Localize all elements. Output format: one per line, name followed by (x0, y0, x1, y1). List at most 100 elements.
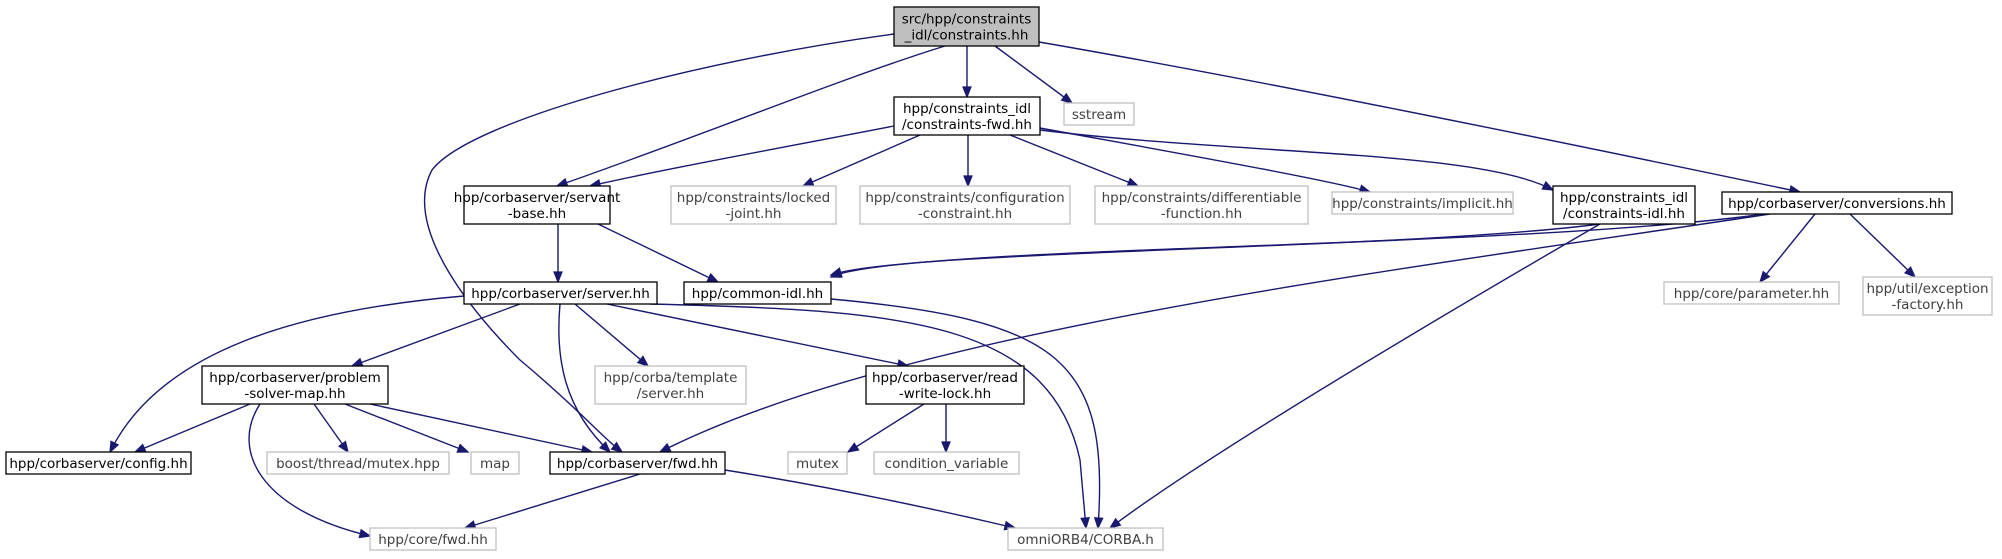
node-label: hpp/core/fwd.hh (378, 532, 488, 548)
node-label: hpp/corbaserver/fwd.hh (557, 456, 718, 472)
arrowhead (350, 357, 364, 367)
arrowhead (1541, 180, 1555, 191)
edge-server-to-corba (649, 303, 1090, 530)
node-locked: hpp/constraints/locked-joint.hh (670, 185, 837, 225)
node-server[interactable]: hpp/corbaserver/server.hh (463, 281, 658, 305)
edge-server-to-tmpl (574, 303, 650, 368)
arrowhead (610, 441, 624, 453)
arrowhead (109, 440, 120, 454)
arrowhead (1903, 266, 1917, 279)
arrowhead (1108, 517, 1122, 529)
edge-server-to-rwl (606, 303, 910, 369)
edge-common-to-corba (830, 298, 1104, 530)
edge-conv-to-sfwd (658, 213, 1771, 453)
node-label: hpp/common-idl.hh (692, 286, 823, 302)
node-mutexhpp: boost/thread/mutex.hpp (266, 451, 450, 475)
node-label: hpp/util/exception (1866, 281, 1988, 297)
arrowhead (337, 440, 349, 454)
arrowhead (658, 442, 672, 453)
node-psm[interactable]: hpp/corbaserver/problem-solver-map.hh (201, 365, 389, 405)
node-box (1063, 102, 1135, 126)
edge-conv-to-param (1758, 213, 1816, 284)
node-box (1721, 191, 1953, 215)
arrowhead (801, 177, 815, 187)
node-cidl[interactable]: hpp/constraints_idl/constraints-idl.hh (1552, 185, 1696, 225)
node-box (1331, 191, 1514, 215)
node-impl: hpp/constraints/implicit.hh (1331, 191, 1514, 215)
arrowhead (1080, 517, 1090, 530)
node-box (470, 451, 520, 475)
arrowhead (941, 441, 951, 454)
edge-sbase-to-common (597, 223, 720, 283)
node-label: /server.hh (637, 386, 704, 402)
node-box (873, 451, 1020, 475)
edge-cfwd-to-locked (801, 134, 921, 187)
node-box (594, 365, 747, 405)
node-label: hpp/corbaserver/conversions.hh (1728, 196, 1946, 212)
node-label: hpp/core/parameter.hh (1674, 286, 1829, 302)
node-label: hpp/corbaserver/server.hh (471, 286, 650, 302)
node-box (683, 281, 832, 305)
arrowhead (1758, 270, 1771, 284)
edge-psm-to-sfwd (369, 403, 594, 455)
arrowhead (846, 442, 860, 453)
node-box (1552, 185, 1696, 225)
node-cfwd[interactable]: hpp/constraints_idl/constraints-fwd.hh (893, 96, 1041, 136)
edge-psm-to-map (344, 403, 470, 453)
arrowhead (456, 443, 470, 453)
node-root[interactable]: src/hpp/constraints_idl/constraints.hh (893, 6, 1040, 47)
node-rwl[interactable]: hpp/corbaserver/read-write-lock.hh (865, 365, 1025, 405)
node-excf: hpp/util/exception-factory.hh (1862, 276, 1993, 316)
edge-rwl-to-condvar (941, 404, 951, 454)
node-sstream: sstream (1063, 102, 1135, 126)
node-sbase[interactable]: hpp/corbaserver/servant-base.hh (454, 185, 621, 225)
node-label: hpp/constraints/locked (677, 190, 830, 206)
node-config[interactable]: hpp/corbaserver/config.hh (5, 451, 192, 475)
node-label: -factory.hh (1892, 297, 1964, 313)
node-tmpl: hpp/corba/template/server.hh (594, 365, 747, 405)
node-conv[interactable]: hpp/corbaserver/conversions.hh (1721, 191, 1953, 215)
node-label: _idl/constraints.hh (904, 28, 1029, 44)
node-label: -function.hh (1161, 206, 1242, 222)
edge-root-to-sfwd (424, 33, 895, 453)
node-common[interactable]: hpp/common-idl.hh (683, 281, 832, 305)
edge-cfwd-to-difff (1009, 134, 1140, 187)
edge-server-to-sfwd (558, 303, 612, 454)
node-box (1007, 527, 1164, 551)
node-box (463, 185, 611, 225)
arrowhead (1093, 517, 1104, 530)
node-corefwd: hpp/core/fwd.hh (369, 527, 497, 551)
node-box (369, 527, 497, 551)
node-label: -write-lock.hh (899, 386, 991, 402)
edge-cfwd-to-impl (1039, 127, 1372, 194)
edge-conv-to-common (829, 213, 1766, 278)
edge-cfwd-to-confc (963, 135, 973, 188)
edge-conv-to-excf (1849, 213, 1917, 279)
node-label: -solver-map.hh (244, 386, 345, 402)
edge-server-to-config (109, 295, 465, 454)
node-box (787, 451, 848, 475)
node-label: -base.hh (508, 206, 566, 222)
node-label: hpp/corba/template (604, 370, 738, 386)
node-box (266, 451, 450, 475)
node-label: hpp/constraints_idl (903, 101, 1031, 117)
node-label: condition_variable (885, 456, 1009, 472)
edge-cfwd-to-sbase (588, 125, 895, 189)
node-label: -joint.hh (726, 206, 782, 222)
node-label: /constraints-idl.hh (1563, 206, 1685, 222)
edge-sfwd-to-corba (724, 469, 1017, 531)
edge-psm-to-config (133, 403, 251, 453)
node-label: mutex (796, 456, 839, 472)
edge-root-to-sstream (994, 45, 1074, 104)
node-label: hpp/corbaserver/problem (209, 370, 380, 386)
node-sfwd[interactable]: hpp/corbaserver/fwd.hh (549, 451, 726, 475)
edge-cidl-to-corba (1108, 223, 1601, 529)
arrowhead (553, 271, 563, 284)
file-nodes: src/hpp/constraints_idl/constraints.hhhp… (5, 6, 1993, 551)
node-box (549, 451, 726, 475)
node-label: sstream (1072, 107, 1126, 123)
edge-sbase-to-server (553, 224, 563, 284)
arrowhead (598, 441, 612, 454)
node-param: hpp/core/parameter.hh (1663, 281, 1840, 305)
node-label: /constraints-fwd.hh (902, 117, 1032, 133)
